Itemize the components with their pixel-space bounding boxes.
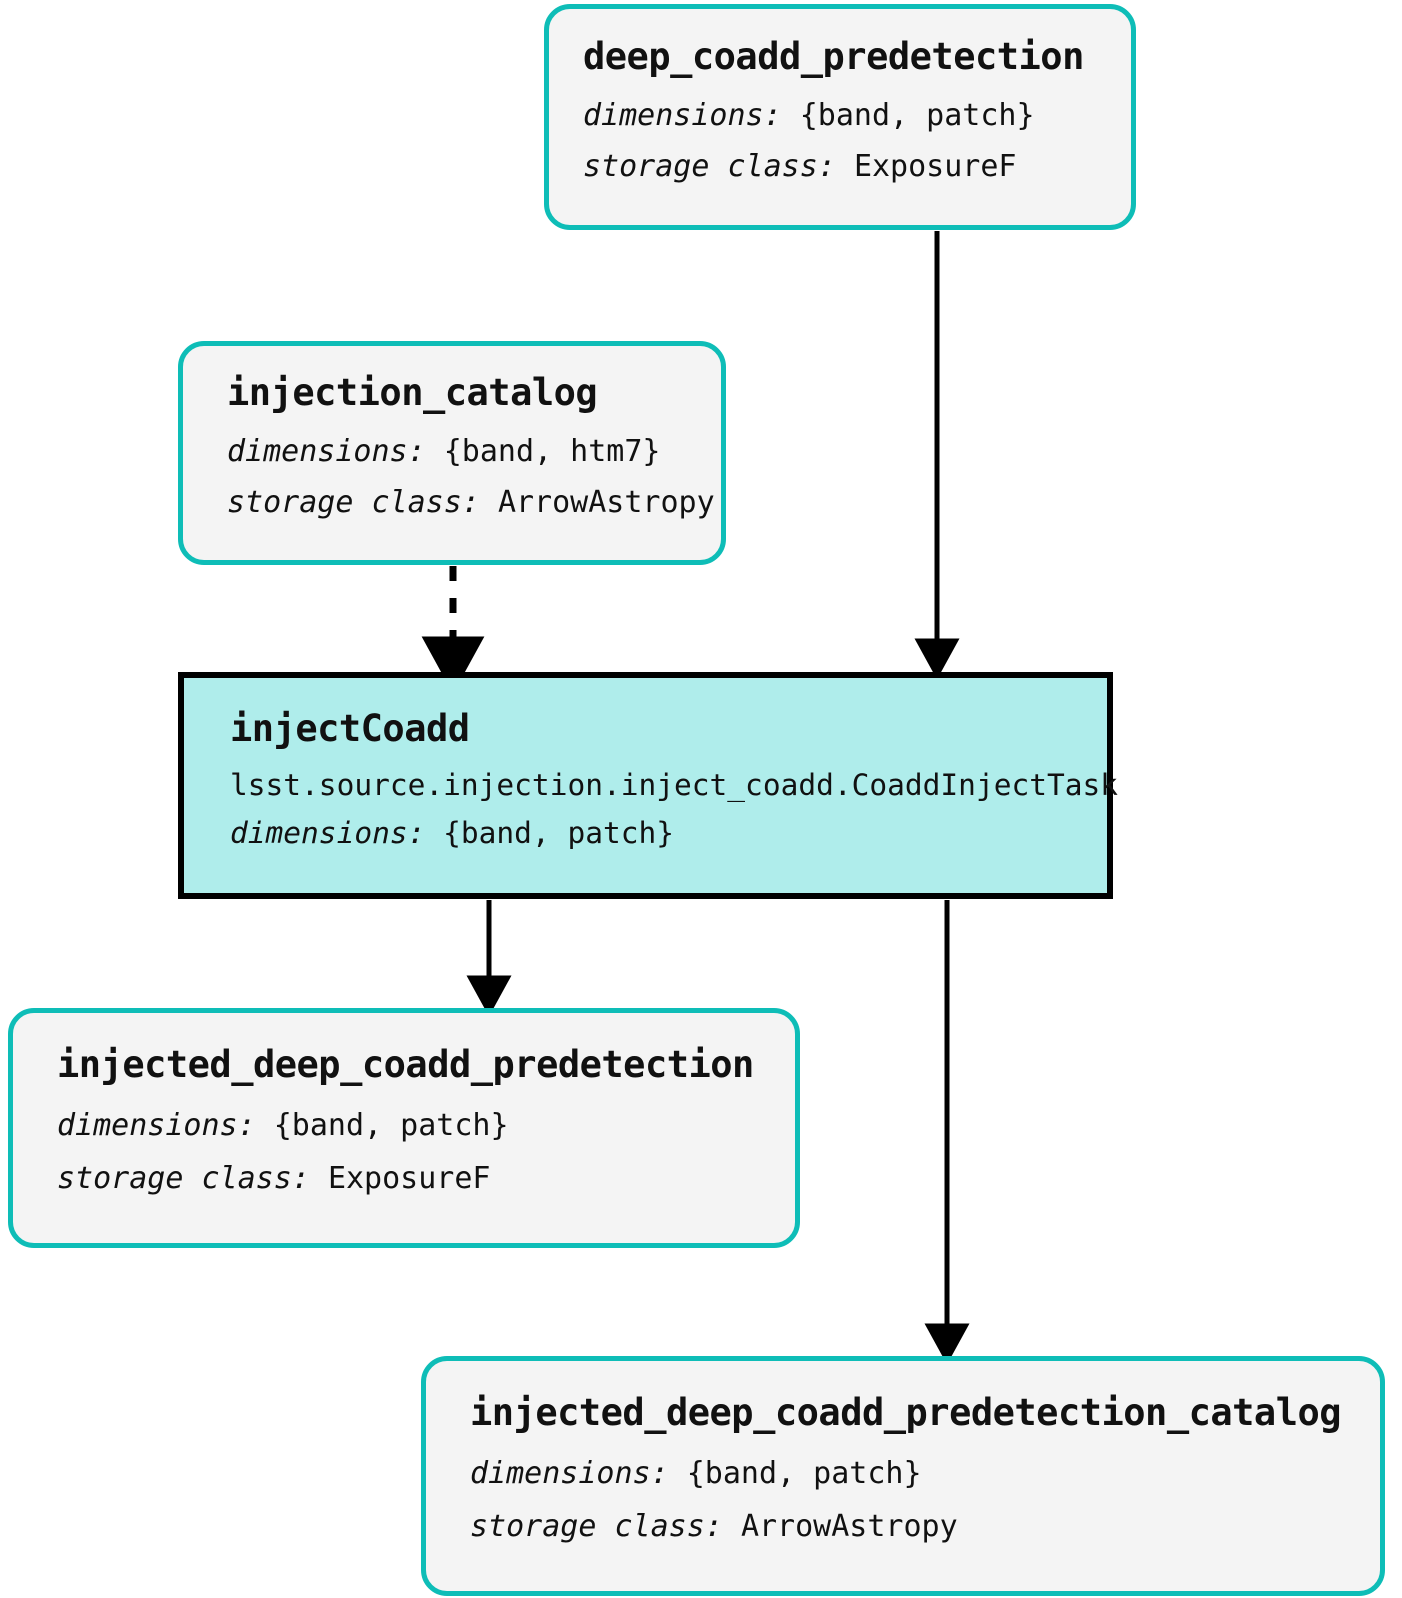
- node-dimensions-row: dimensions: {band, patch}: [583, 98, 1097, 133]
- node-title: injected_deep_coadd_predetection_catalog: [470, 1390, 1342, 1434]
- node-storage-class-row: storage class: ArrowAstropy: [470, 1509, 1336, 1544]
- node-storage-class-row: storage class: ExposureF: [57, 1161, 751, 1196]
- dataset-node-injected-deep-coadd-predetection[interactable]: injected_deep_coadd_predetection dimensi…: [8, 1008, 800, 1248]
- node-title: deep_coadd_predetection: [583, 34, 1084, 78]
- dataset-node-injection-catalog[interactable]: injection_catalog dimensions: {band, htm…: [178, 341, 726, 565]
- storage-class-label: storage class:: [227, 484, 498, 520]
- dimensions-label: dimensions:: [227, 433, 444, 469]
- node-dimensions-row: dimensions: {band, htm7}: [227, 434, 677, 469]
- node-dimensions-row: dimensions: {band, patch}: [57, 1108, 751, 1143]
- task-node-inject-coadd[interactable]: injectCoadd lsst.source.injection.inject…: [178, 672, 1119, 899]
- node-dimensions-row: dimensions: {band, patch}: [470, 1456, 1336, 1491]
- dataset-node-injected-deep-coadd-predetection-catalog[interactable]: injected_deep_coadd_predetection_catalog…: [421, 1356, 1385, 1596]
- dimensions-label: dimensions:: [57, 1107, 274, 1143]
- dimensions-label: dimensions:: [470, 1455, 687, 1491]
- dimensions-label: dimensions:: [230, 816, 444, 850]
- storage-class-label: storage class:: [57, 1160, 328, 1196]
- node-title: injected_deep_coadd_predetection: [57, 1042, 754, 1086]
- dimensions-value: {band, patch}: [273, 1107, 509, 1143]
- node-storage-class-row: storage class: ArrowAstropy: [227, 484, 715, 520]
- dimensions-value: {band, patch}: [799, 97, 1035, 133]
- node-dimensions-row: dimensions: {band, patch}: [230, 816, 1061, 850]
- storage-class-value: ExposureF: [853, 148, 1017, 184]
- dimensions-value: {band, patch}: [443, 816, 675, 850]
- storage-class-value: ExposureF: [327, 1160, 491, 1196]
- node-task-class-row: lsst.source.injection.inject_coadd.Coadd…: [230, 768, 1119, 802]
- storage-class-label: storage class:: [583, 148, 854, 184]
- storage-class-label: storage class:: [470, 1508, 741, 1544]
- node-title: injection_catalog: [227, 370, 598, 414]
- node-title: injectCoadd: [230, 707, 470, 750]
- dimensions-value: {band, patch}: [686, 1455, 922, 1491]
- dataset-node-deep-coadd-predetection[interactable]: deep_coadd_predetection dimensions: {ban…: [544, 4, 1136, 230]
- storage-class-value: ArrowAstropy: [740, 1508, 958, 1544]
- node-storage-class-row: storage class: ExposureF: [583, 149, 1097, 184]
- dimensions-label: dimensions:: [583, 97, 800, 133]
- storage-class-value: ArrowAstropy: [497, 484, 715, 520]
- dimensions-value: {band, htm7}: [443, 433, 661, 469]
